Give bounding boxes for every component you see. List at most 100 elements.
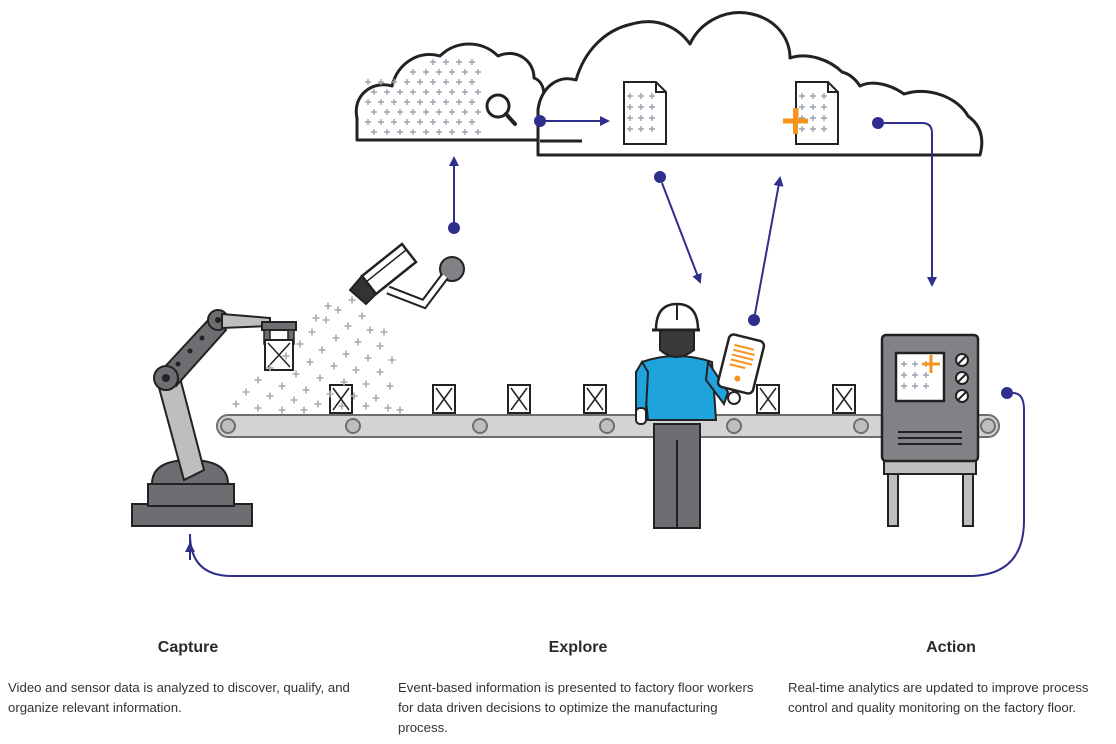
plus-mark — [326, 390, 334, 398]
plus-mark — [469, 59, 475, 65]
plus-mark — [306, 358, 314, 366]
explore-description: Event-based information is presented to … — [398, 680, 754, 735]
arm-rivet — [175, 361, 181, 367]
plus-mark — [638, 93, 644, 99]
plus-mark — [365, 79, 371, 85]
plus-mark — [350, 392, 358, 400]
plus-mark — [821, 126, 827, 132]
plus-mark — [475, 89, 481, 95]
plus-mark — [443, 119, 449, 125]
plus-mark — [362, 402, 370, 410]
plus-mark — [901, 372, 907, 378]
plus-mark — [380, 328, 388, 336]
plus-mark — [417, 119, 423, 125]
plus-mark — [799, 126, 805, 132]
plus-mark — [316, 374, 324, 382]
plus-mark — [417, 79, 423, 85]
plus-mark — [404, 119, 410, 125]
plus-mark — [278, 406, 286, 414]
plus-mark — [799, 93, 805, 99]
orange-plus-icon — [783, 108, 808, 134]
plus-mark — [456, 119, 462, 125]
plus-mark — [462, 129, 468, 135]
plus-mark — [430, 79, 436, 85]
plus-mark — [266, 392, 274, 400]
plus-mark — [627, 104, 633, 110]
plus-mark — [378, 79, 384, 85]
plus-mark — [430, 99, 436, 105]
plus-mark — [423, 89, 429, 95]
robot-arm-icon — [131, 309, 297, 527]
arm-rivet — [187, 348, 193, 354]
plus-mark — [901, 361, 907, 367]
plus-mark — [410, 89, 416, 95]
plus-mark — [475, 69, 481, 75]
plus-mark — [436, 129, 442, 135]
box-icon — [329, 384, 353, 414]
plus-mark — [456, 59, 462, 65]
action-description: Real-time analytics are updated to impro… — [788, 680, 1089, 715]
roller-icon — [345, 418, 361, 434]
plus-mark — [378, 99, 384, 105]
plus-mark — [638, 126, 644, 132]
plus-mark — [469, 119, 475, 125]
box-icon — [832, 384, 856, 414]
arm-rivet — [199, 335, 205, 341]
action-title: Action — [926, 639, 976, 656]
box-icon — [432, 384, 456, 414]
document-icon — [623, 81, 667, 145]
plus-mark — [391, 99, 397, 105]
control-knob-icons — [955, 353, 969, 403]
magnifier-icon — [485, 93, 517, 126]
plus-mark — [388, 356, 396, 364]
plus-mark — [462, 89, 468, 95]
plus-mark — [462, 109, 468, 115]
plus-mark — [290, 396, 298, 404]
plus-mark — [449, 109, 455, 115]
action-column: Action Real-time analytics are updated t… — [788, 636, 1114, 718]
plus-mark — [638, 104, 644, 110]
plus-mark — [391, 119, 397, 125]
plus-mark — [302, 386, 310, 394]
plus-mark — [799, 104, 805, 110]
plus-mark — [371, 89, 377, 95]
plus-mark — [436, 109, 442, 115]
roller-icon — [599, 418, 615, 434]
plus-mark — [322, 316, 330, 324]
plus-mark — [456, 99, 462, 105]
plus-mark — [292, 370, 300, 378]
plus-mark — [423, 129, 429, 135]
camera-icon — [348, 242, 465, 310]
plus-mark — [436, 69, 442, 75]
plus-mark — [376, 342, 384, 350]
plus-mark — [810, 126, 816, 132]
plus-mark — [923, 383, 929, 389]
plus-mark — [417, 99, 423, 105]
plus-mark — [396, 406, 404, 414]
plus-mark — [354, 338, 362, 346]
plus-mark — [456, 79, 462, 85]
plus-mark — [397, 109, 403, 115]
roller-icon — [853, 418, 869, 434]
plus-mark — [627, 126, 633, 132]
plus-mark — [378, 119, 384, 125]
plus-mark — [384, 129, 390, 135]
raw-data-plus-icon — [365, 59, 481, 135]
plus-mark — [810, 115, 816, 121]
explore-title: Explore — [548, 639, 608, 656]
plus-mark — [362, 380, 370, 388]
plus-mark — [649, 115, 655, 121]
plus-mark — [384, 404, 392, 412]
plus-mark — [649, 126, 655, 132]
plus-mark — [386, 382, 394, 390]
plus-mark — [430, 119, 436, 125]
plus-mark — [344, 322, 352, 330]
plus-mark — [384, 109, 390, 115]
updated-document-icon — [783, 81, 839, 145]
plus-mark — [254, 376, 262, 384]
plus-mark — [366, 326, 374, 334]
plus-mark — [282, 352, 290, 360]
plus-mark — [372, 394, 380, 402]
plus-mark — [371, 129, 377, 135]
